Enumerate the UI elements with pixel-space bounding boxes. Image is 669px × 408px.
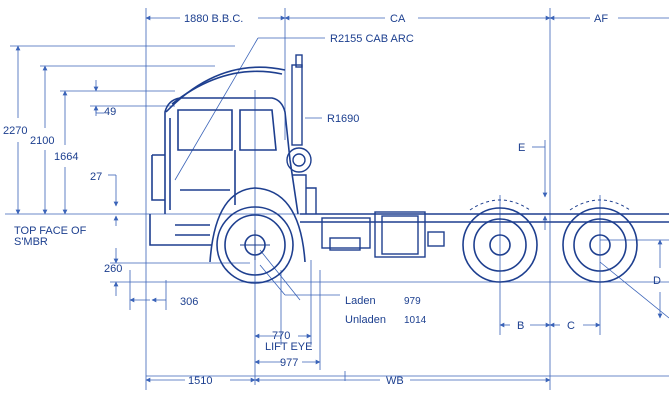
dim-49: 49: [104, 106, 116, 118]
laden-label: Laden: [345, 295, 376, 307]
dim-27: 27: [90, 171, 102, 183]
dim-1664: 1664: [54, 151, 78, 163]
unladen-value: 1014: [404, 315, 427, 326]
dim-306: 306: [180, 296, 198, 308]
rear-wheels: [462, 199, 638, 283]
top-face-label-line1: TOP FACE OF: [14, 225, 87, 237]
dim-e: E: [518, 142, 525, 154]
top-face-label-line2: S'MBR: [14, 236, 48, 248]
lift-eye-label: LIFT EYE: [265, 341, 312, 353]
truck-cab: [149, 66, 299, 246]
front-wheel: [209, 187, 306, 284]
dim-bbc: 1880 B.B.C.: [184, 13, 243, 25]
chassis-frame: [300, 211, 669, 258]
dimension-arrows: [15, 15, 669, 383]
dim-af: AF: [594, 13, 608, 25]
unladen-label: Unladen: [345, 314, 386, 326]
dim-cab-arc: R2155 CAB ARC: [330, 33, 414, 45]
dim-977: 977: [280, 357, 298, 369]
dim-wb: WB: [386, 375, 404, 387]
dim-b: B: [517, 320, 524, 332]
dim-r1690: R1690: [327, 113, 359, 125]
dimension-labels: 1880 B.B.C. CA AF R2155 CAB ARC R1690 22…: [3, 13, 661, 387]
reference-lines: [5, 8, 669, 390]
exhaust-and-air-filter: [286, 54, 317, 214]
dim-c: C: [567, 320, 575, 332]
dim-d: D: [653, 275, 661, 287]
dim-770: 770: [272, 330, 290, 342]
dim-2100: 2100: [30, 135, 54, 147]
dim-2270: 2270: [3, 125, 27, 137]
dim-ca: CA: [390, 13, 406, 25]
dim-1510: 1510: [188, 375, 212, 387]
dim-260: 260: [104, 263, 122, 275]
laden-value: 979: [404, 296, 421, 307]
